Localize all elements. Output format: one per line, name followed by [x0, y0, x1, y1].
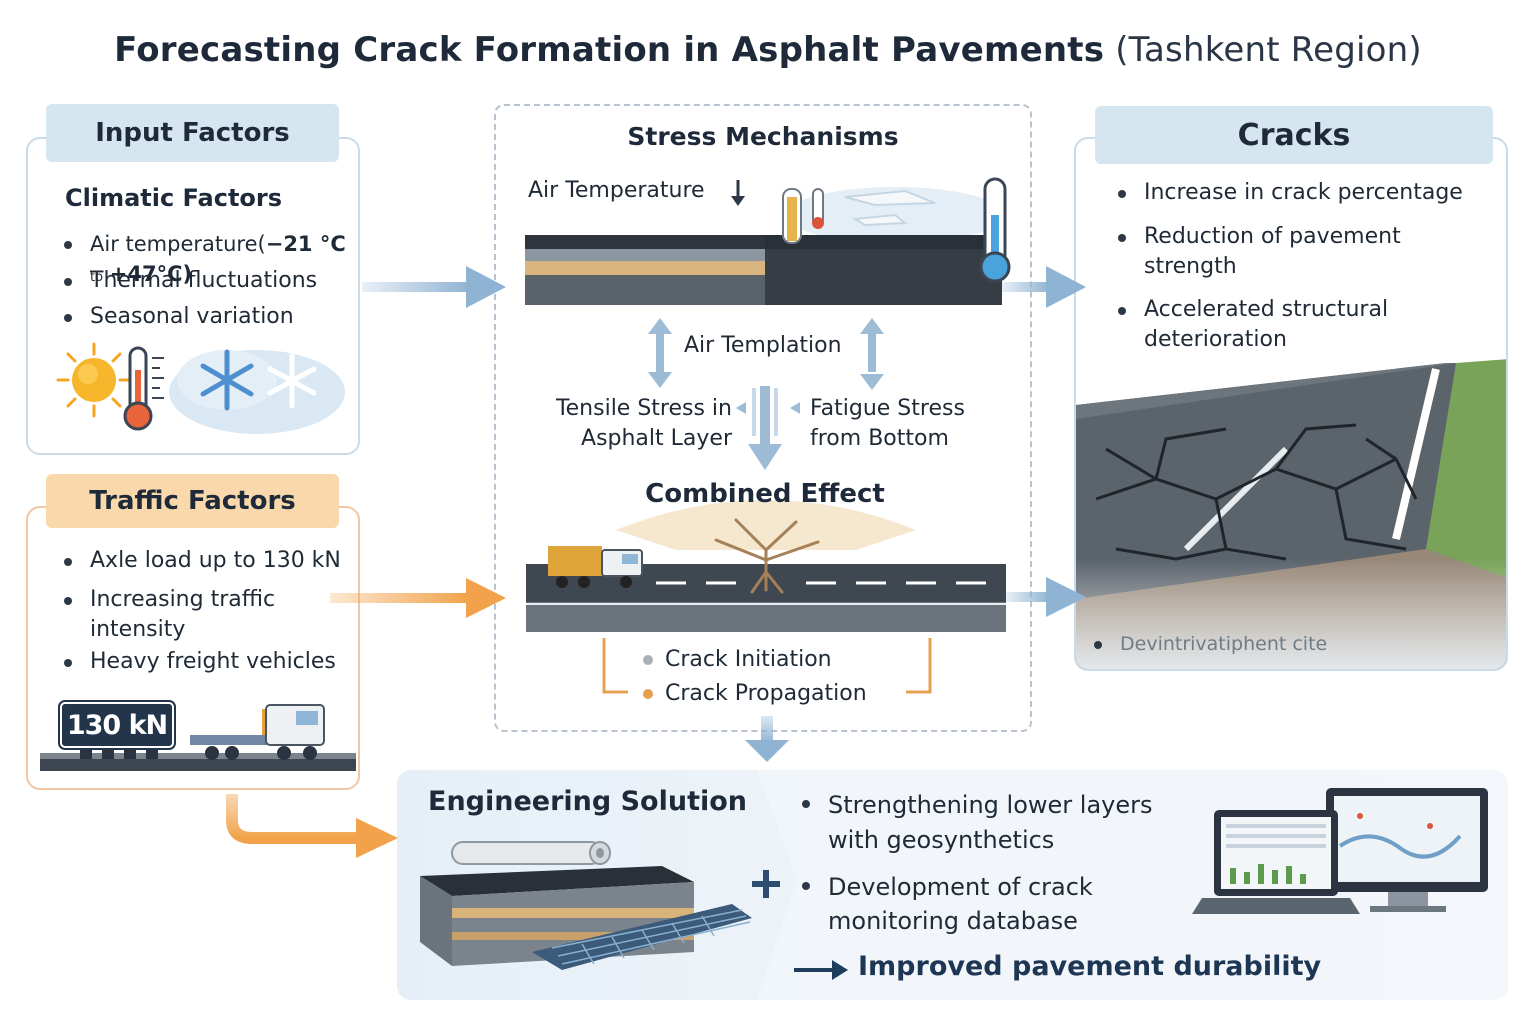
traffic-item-intensity: Increasing traffic intensity: [64, 585, 304, 645]
arrow-stress-to-engineering: [745, 716, 789, 762]
arrow-traffic-to-stress: [330, 578, 506, 618]
arrow-traffic-to-engineering: [226, 794, 398, 858]
thermometer-icon: [123, 346, 164, 431]
combined-effect-illustration: [526, 500, 1006, 632]
outcome-brackets: [602, 638, 932, 699]
title-main: Forecasting Crack Formation in Asphalt P…: [114, 30, 1105, 70]
input-factors-tab: Input Factors: [46, 104, 339, 162]
range-open: (: [257, 232, 266, 256]
engineering-solution-heading: Engineering Solution: [428, 786, 748, 817]
geogrid-icon: [532, 904, 752, 970]
traffic-factors-tab: Traffic Factors: [46, 474, 339, 528]
cracks-panel: [1074, 137, 1508, 671]
axle-load-badge-label: 130 kN: [66, 709, 168, 741]
climatic-item-air-temperature: Air temperature(−21 °C to +47°C): [64, 229, 364, 293]
small-thermometer-icon: [782, 188, 802, 244]
geosynthetic-layers-illustration: [420, 841, 752, 970]
snowflake-icon: [169, 349, 345, 434]
traffic-item-freight: Heavy freight vehicles: [64, 647, 336, 677]
climatic-item-seasonal: Seasonal variation: [64, 302, 294, 332]
monitoring-devices-illustration: [1192, 788, 1488, 914]
tensile-stress-label: Tensile Stress in Asphalt Layer: [555, 396, 732, 451]
axle-load-badge: 130 kN: [60, 702, 174, 748]
air-temperature-label: Air Temperature: [528, 178, 705, 203]
result-arrow-icon: [794, 960, 848, 980]
arrow-stress-to-cracks-bottom: [1006, 577, 1086, 617]
freight-truck-icon: [548, 546, 643, 588]
climate-icons: [56, 342, 345, 434]
crack-initiation-label: Crack Initiation: [665, 647, 832, 672]
air-templation-label: Air Templation: [684, 333, 842, 358]
cracks-item-deterioration: Accelerated structural deterioration: [1118, 295, 1438, 355]
engineering-item-geosynthetics: Strengthening lower layers with geosynth…: [802, 788, 1202, 858]
traffic-item-axle: Axle load up to 130 kN: [64, 546, 341, 576]
arrow-stress-to-cracks-top: [1002, 266, 1086, 308]
climatic-item-label: Air temperature: [90, 232, 258, 256]
arrow-climate-to-stress: [362, 266, 506, 308]
truck-road-illustration: [40, 704, 356, 771]
cracks-tab: Cracks: [1095, 106, 1493, 164]
cracks-item-percentage: Increase in crack percentage: [1118, 178, 1498, 208]
combined-effect-heading: Combined Effect: [645, 479, 885, 509]
stress-mechanisms-heading: Stress Mechanisms: [627, 122, 899, 151]
geotextile-roll-icon: [451, 841, 611, 865]
range-low: −21 °C: [265, 232, 346, 256]
sun-icon: [56, 342, 132, 418]
climatic-factors-heading: Climatic Factors: [65, 184, 283, 212]
page-title: Forecasting Crack Formation in Asphalt P…: [0, 30, 1536, 70]
cold-thermometer-icon: [979, 177, 1011, 283]
cracks-item-strength: Reduction of pavement strength: [1118, 222, 1438, 282]
range-to: to: [90, 270, 104, 285]
improved-durability-label: Improved pavement durability: [858, 951, 1322, 982]
stress-arrows: [648, 318, 884, 470]
title-sub: (Tashkent Region): [1115, 30, 1422, 70]
cracked-road-photo: [1076, 359, 1506, 669]
range-high: +47°C): [109, 262, 193, 286]
plus-icon: [752, 870, 780, 898]
red-thermometer-icon: [812, 188, 824, 229]
cracks-caption: Devintrivatiphent cite: [1094, 629, 1327, 659]
laptop-icon: [1192, 810, 1360, 914]
fatigue-stress-label: Fatigue Stress from Bottom: [810, 396, 965, 451]
climatic-item-thermal: Thermal fluctuations: [64, 266, 317, 296]
pavement-temperature-illustration: [525, 177, 1011, 305]
monitor-icon: [1326, 788, 1488, 912]
engineering-item-database: Development of crack monitoring database: [802, 870, 1132, 938]
arrow-down-icon: [731, 180, 745, 206]
crack-propagation-label: Crack Propagation: [665, 681, 867, 706]
